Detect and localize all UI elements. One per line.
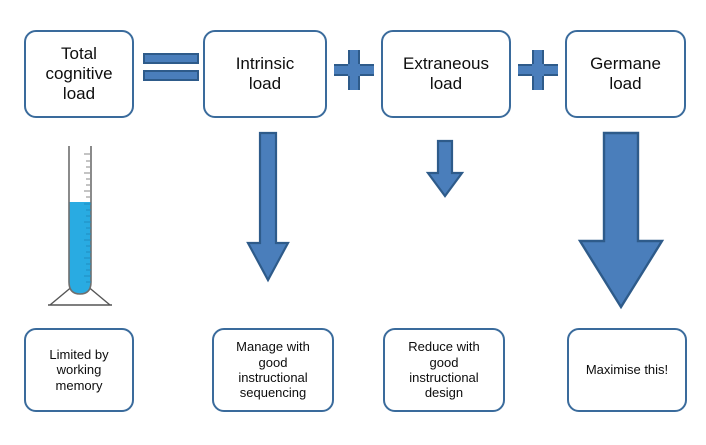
node-intrinsic-load: Intrinsic load [203, 30, 327, 118]
node-label: Manage with good instructional sequencin… [236, 339, 310, 401]
equals-bar-bottom [143, 70, 199, 81]
node-label: Maximise this! [585, 362, 669, 378]
node-germane-load: Germane load [565, 30, 686, 118]
node-label: Germane load [590, 53, 661, 93]
plus-center-patch [532, 64, 544, 76]
node-maximise-this: Maximise this! [567, 328, 687, 412]
node-reduce-with-good-instructional-design: Reduce with good instructional design [383, 328, 505, 412]
node-label: Reduce with good instructional design [408, 339, 480, 401]
node-manage-with-good-instructional-sequencing: Manage with good instructional sequencin… [212, 328, 334, 412]
plus-sign-2 [518, 50, 558, 90]
node-total-cognitive-load: Total cognitive load [24, 30, 134, 118]
plus-center-patch [348, 64, 360, 76]
arrow-germane-down [576, 131, 666, 311]
node-label: Limited by working memory [49, 347, 109, 393]
plus-sign-1 [334, 50, 374, 90]
node-extraneous-load: Extraneous load [381, 30, 511, 118]
node-label: Extraneous load [403, 53, 489, 93]
equals-sign [143, 53, 199, 81]
arrow-intrinsic-down [245, 131, 291, 283]
arrow-extraneous-down [425, 139, 465, 199]
node-label: Total cognitive load [45, 43, 113, 104]
measuring-cylinder-icon [38, 142, 122, 310]
node-limited-by-working-memory: Limited by working memory [24, 328, 134, 412]
equals-bar-top [143, 53, 199, 64]
node-label: Intrinsic load [235, 53, 295, 93]
